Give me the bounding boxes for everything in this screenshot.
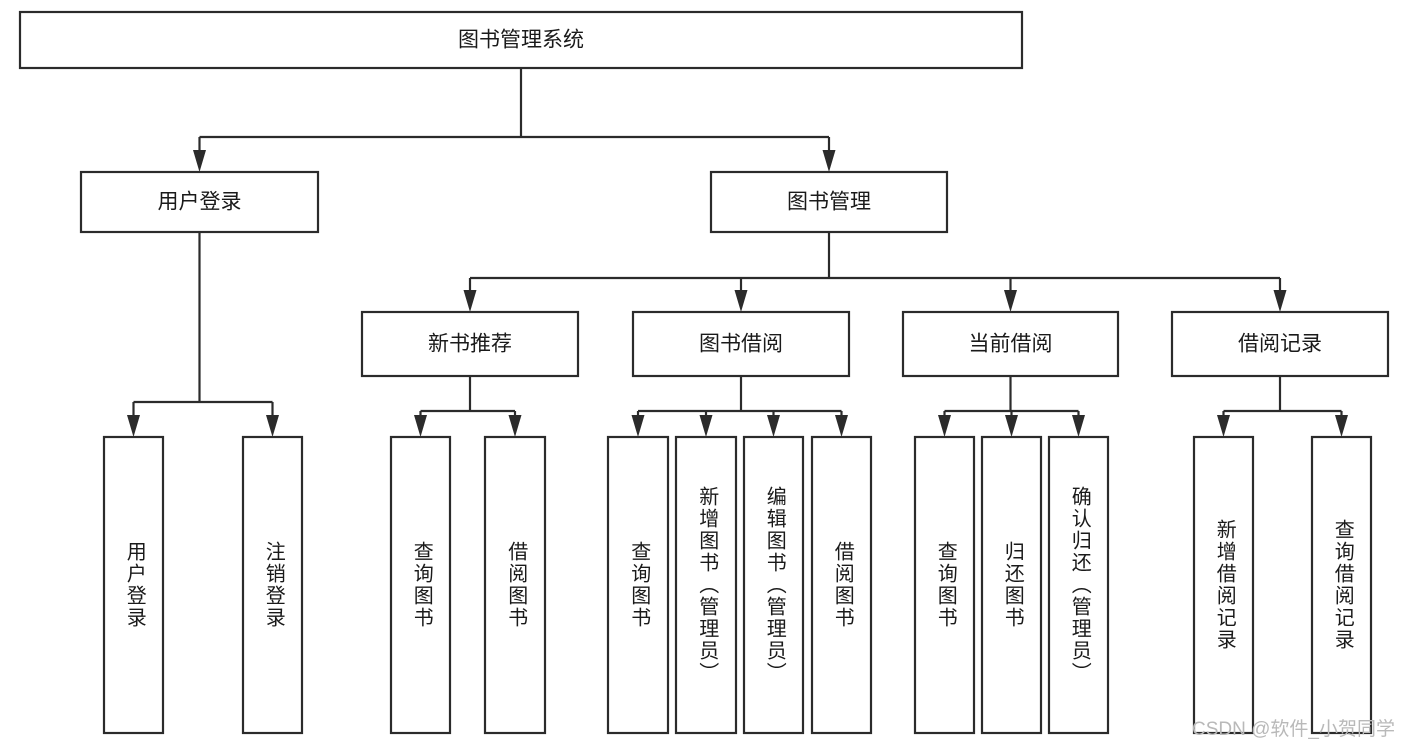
node-label: 新书推荐 — [428, 333, 512, 356]
node-user-login[interactable]: 用户登录 — [79, 170, 320, 234]
node-box — [79, 170, 320, 234]
node-label: 注销登录 — [262, 541, 285, 629]
node-label: 图书管理系统 — [458, 29, 584, 52]
node-label: 借阅图书 — [505, 541, 528, 629]
node-box — [1170, 310, 1390, 378]
arrow-head-icon — [822, 150, 836, 172]
node-box — [483, 435, 547, 735]
node-box — [241, 435, 304, 735]
node-box — [102, 435, 165, 735]
node-root[interactable]: 图书管理系统 — [18, 10, 1024, 70]
node-box — [606, 435, 670, 735]
node-box — [360, 310, 580, 378]
node-label: 确认归还（管理员） — [1068, 486, 1091, 684]
node-label: 借阅图书 — [831, 541, 854, 629]
node-book-manage[interactable]: 图书管理 — [709, 170, 949, 234]
arrow-head-icon — [1072, 415, 1085, 437]
arrow-head-icon — [414, 415, 427, 437]
node-leaf-query-record[interactable]: 查询借阅记录 — [1310, 435, 1373, 735]
node-label: 当前借阅 — [969, 333, 1053, 356]
node-label: 用户登录 — [158, 191, 242, 214]
node-label: 查询图书 — [934, 541, 957, 629]
node-box — [1310, 435, 1373, 735]
node-leaf-query-book-3[interactable]: 查询图书 — [913, 435, 976, 735]
node-leaf-add-record[interactable]: 新增借阅记录 — [1192, 435, 1255, 735]
node-box — [810, 435, 873, 735]
node-label: 用户登录 — [123, 541, 146, 629]
arrow-head-icon — [767, 415, 780, 437]
node-box — [389, 435, 452, 735]
node-box — [631, 310, 851, 378]
node-new-book-rec[interactable]: 新书推荐 — [360, 310, 580, 378]
nodes-layer: 图书管理系统用户登录图书管理新书推荐图书借阅当前借阅借阅记录用户登录注销登录查询… — [18, 10, 1390, 735]
node-leaf-edit-book[interactable]: 编辑图书（管理员） — [742, 435, 805, 735]
node-leaf-user-logout[interactable]: 注销登录 — [241, 435, 304, 735]
node-leaf-user-login[interactable]: 用户登录 — [102, 435, 165, 735]
node-leaf-borrow-book-1[interactable]: 借阅图书 — [483, 435, 547, 735]
node-box — [742, 435, 805, 735]
arrow-head-icon — [193, 150, 206, 172]
arrow-head-icon — [1005, 415, 1018, 437]
node-leaf-query-book-1[interactable]: 查询图书 — [389, 435, 452, 735]
arrow-head-icon — [1335, 415, 1348, 437]
arrow-head-icon — [1004, 290, 1017, 312]
arrow-head-icon — [266, 415, 279, 437]
arrow-head-icon — [463, 290, 477, 312]
node-label: 图书管理 — [787, 191, 871, 214]
arrow-head-icon — [1273, 290, 1287, 312]
node-label: 新增借阅记录 — [1213, 519, 1236, 651]
node-borrow-record[interactable]: 借阅记录 — [1170, 310, 1390, 378]
arrow-head-icon — [938, 415, 951, 437]
node-box — [1047, 435, 1110, 735]
node-box — [1192, 435, 1255, 735]
node-current-borrow[interactable]: 当前借阅 — [901, 310, 1120, 378]
node-label: 新增图书（管理员） — [696, 486, 719, 684]
node-label: 借阅记录 — [1238, 333, 1322, 356]
arrow-head-icon — [699, 415, 713, 437]
node-box — [980, 435, 1043, 735]
node-label: 查询图书 — [628, 541, 651, 629]
node-label: 归还图书 — [1001, 541, 1024, 629]
node-box — [901, 310, 1120, 378]
node-label: 查询借阅记录 — [1331, 519, 1354, 651]
node-label: 查询图书 — [410, 541, 433, 629]
node-leaf-confirm-return[interactable]: 确认归还（管理员） — [1047, 435, 1110, 735]
node-leaf-add-book[interactable]: 新增图书（管理员） — [674, 435, 738, 735]
node-box — [674, 435, 738, 735]
node-label: 编辑图书（管理员） — [763, 486, 786, 684]
arrow-head-icon — [835, 415, 848, 437]
node-box — [18, 10, 1024, 70]
arrow-head-icon — [127, 415, 140, 437]
node-label: 图书借阅 — [699, 333, 783, 356]
arrow-head-icon — [508, 415, 522, 437]
node-book-borrow[interactable]: 图书借阅 — [631, 310, 851, 378]
node-box — [709, 170, 949, 234]
node-leaf-borrow-book-2[interactable]: 借阅图书 — [810, 435, 873, 735]
arrow-head-icon — [734, 290, 748, 312]
node-box — [913, 435, 976, 735]
connectors-layer — [127, 68, 1348, 437]
node-leaf-return-book[interactable]: 归还图书 — [980, 435, 1043, 735]
arrow-head-icon — [631, 415, 645, 437]
arrow-head-icon — [1217, 415, 1230, 437]
node-leaf-query-book-2[interactable]: 查询图书 — [606, 435, 670, 735]
